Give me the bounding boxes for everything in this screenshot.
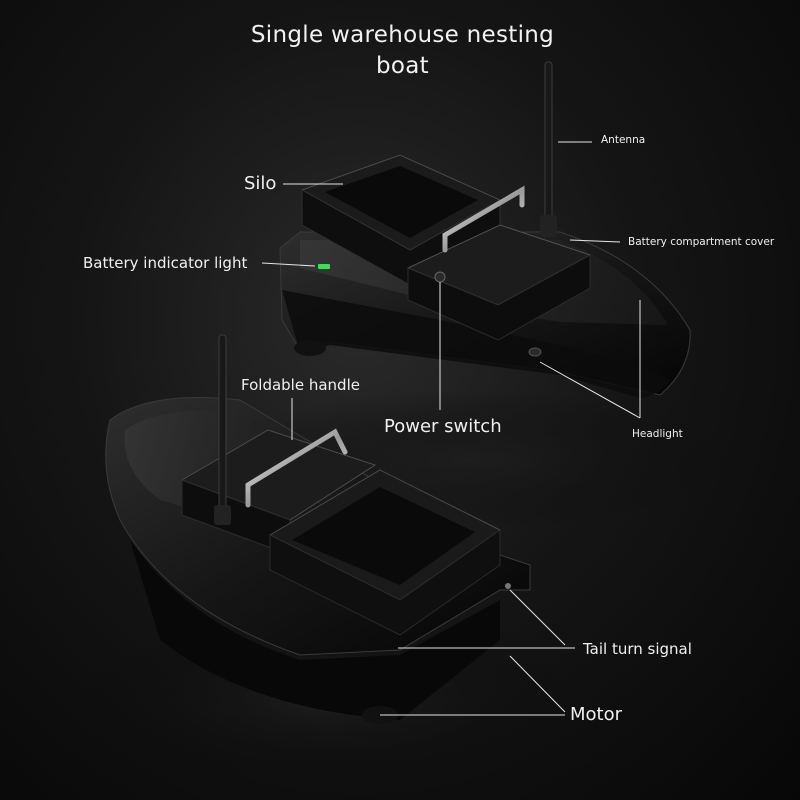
label-motor: Motor — [570, 704, 623, 725]
label-tail-turn-signal: Tail turn signal — [583, 640, 692, 658]
battery-indicator-green-light — [318, 264, 330, 269]
top-boat-silo-inner — [325, 166, 478, 238]
label-foldable-handle: Foldable handle — [241, 376, 360, 394]
page-title-line-1: Single warehouse nesting — [250, 22, 555, 48]
label-headlight: Headlight — [632, 428, 683, 440]
bottom-boat-silo-walls — [269, 529, 501, 636]
bottom-boat-handle — [245, 428, 348, 508]
top-boat-handle — [442, 185, 525, 253]
leader-headlight — [539, 300, 641, 419]
leader-lines — [261, 141, 641, 716]
top-boat — [279, 61, 691, 398]
bottom-boat-antenna-base — [214, 505, 231, 525]
label-battery-indicator-light: Battery indicator light — [83, 254, 248, 272]
bottom-boat-silo-inner — [292, 487, 475, 585]
top-boat-battery-box-side — [407, 254, 591, 341]
page-title-line-2: boat — [376, 53, 429, 79]
label-antenna: Antenna — [601, 134, 646, 146]
headlight-lamp — [528, 347, 542, 357]
bottom-boat — [105, 334, 531, 724]
leader-battery-indicator — [261, 262, 316, 267]
top-boat-hull-side — [282, 290, 670, 398]
power-switch-knob — [434, 271, 446, 283]
bottom-boat-hull-underside — [130, 540, 500, 720]
top-boat-antenna — [544, 61, 553, 233]
top-boat-antenna-base — [540, 215, 557, 237]
label-battery-compartment-cover: Battery compartment cover — [628, 236, 775, 248]
top-boat-motor — [294, 340, 326, 356]
leader-motor — [380, 655, 566, 716]
label-silo: Silo — [244, 173, 277, 194]
leader-battery-cover — [569, 239, 621, 243]
leader-tail-turn-signal — [398, 589, 575, 649]
bottom-boat-antenna — [218, 334, 227, 516]
page-title: Single warehouse nesting boat — [250, 20, 555, 82]
tail-turn-signal-lamp — [505, 583, 511, 589]
label-power-switch: Power switch — [384, 416, 502, 437]
